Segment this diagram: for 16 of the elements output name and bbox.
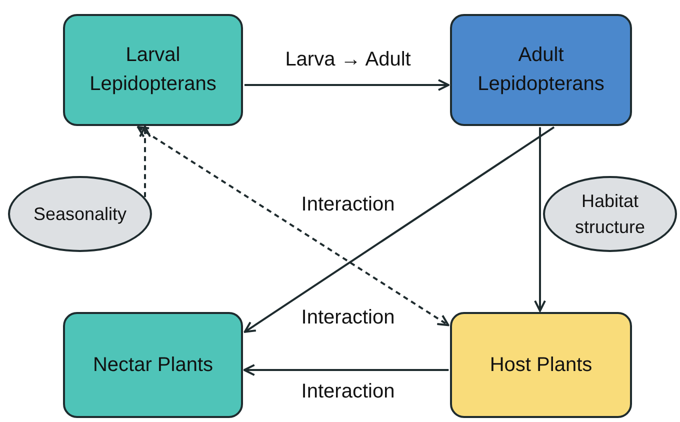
arrow <box>243 364 449 376</box>
arrow <box>136 126 450 326</box>
node-label: Seasonality <box>32 202 128 226</box>
node-label: Adult Lepidopterans <box>476 43 606 97</box>
arrow <box>244 79 450 91</box>
arrow <box>139 126 151 198</box>
group-box <box>450 14 632 126</box>
node-label: Nectar Plants <box>92 352 214 378</box>
arrow <box>244 126 555 333</box>
node-label: Larval Lepidopterans <box>88 43 218 97</box>
group-box <box>450 312 632 418</box>
group-box <box>63 14 243 126</box>
arrow <box>534 127 546 312</box>
node-label: Host Plants <box>488 352 594 378</box>
node-label: Habitat structure <box>574 190 646 239</box>
group-box <box>63 312 243 418</box>
